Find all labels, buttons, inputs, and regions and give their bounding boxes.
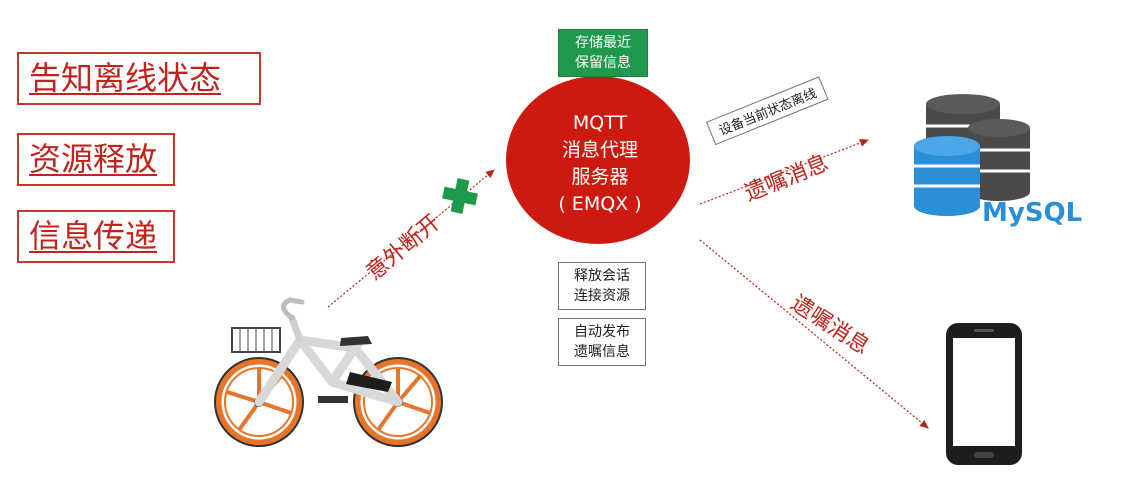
will-to-phone-arrow — [699, 239, 929, 429]
plus-icon — [442, 178, 478, 214]
broker-label: MQTT 消息代理 服务器 ( EMQX ) — [510, 110, 690, 218]
broker-line-2: 消息代理 — [561, 139, 638, 161]
note-retain-messages: 存储最近 保留信息 — [558, 29, 648, 77]
note-publish-will: 自动发布 遗嘱信息 — [558, 318, 646, 366]
broker-line-3: 服务器 — [571, 166, 629, 188]
broker-line-1: MQTT — [572, 112, 628, 134]
smartphone-icon — [946, 323, 1022, 465]
left-item-offline-notice: 告知离线状态 — [17, 52, 261, 105]
will-to-db-arrow — [699, 139, 869, 205]
note-publish-line-2: 遗嘱信息 — [574, 344, 630, 360]
mysql-label: MySQL — [982, 198, 1083, 228]
note-retain-line-2: 保留信息 — [575, 55, 631, 71]
note-release-line-1: 释放会话 — [574, 268, 630, 284]
note-release-line-2: 连接资源 — [574, 288, 630, 304]
bicycle-icon — [214, 297, 443, 447]
note-release-session: 释放会话 连接资源 — [558, 262, 646, 310]
database-icon — [914, 94, 1030, 216]
left-item-resource-release: 资源释放 — [17, 133, 175, 186]
broker-line-4: ( EMQX ) — [558, 193, 642, 215]
note-publish-line-1: 自动发布 — [574, 324, 630, 340]
left-item-message-delivery: 信息传递 — [17, 210, 175, 263]
note-retain-line-1: 存储最近 — [575, 35, 631, 51]
broker-circle — [506, 76, 690, 244]
